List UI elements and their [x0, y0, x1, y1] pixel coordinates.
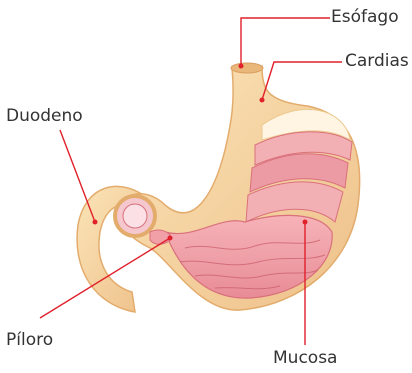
leader-cardias: [262, 62, 342, 100]
label-mucosa: Mucosa: [273, 350, 337, 367]
label-duodeno: Duodeno: [6, 108, 83, 125]
leader-piloro: [40, 238, 170, 318]
leader-esofago: [241, 18, 330, 66]
label-cardias: Cardias: [345, 53, 409, 70]
pylorus-inner: [123, 204, 147, 228]
esophagus-opening: [231, 63, 263, 73]
label-esofago: Esófago: [331, 9, 399, 26]
leader-duodeno: [60, 130, 95, 222]
label-piloro: Píloro: [6, 332, 53, 349]
